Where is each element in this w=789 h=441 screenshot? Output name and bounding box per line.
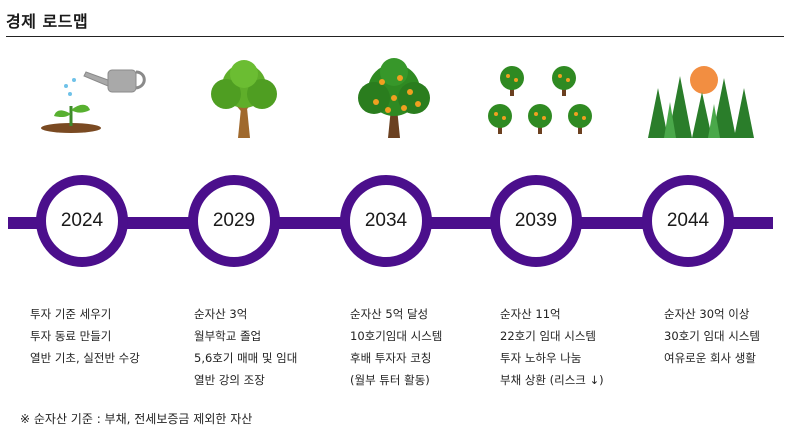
milestone-circle-2039: 2039 (490, 175, 582, 267)
description-line: 30호기 임대 시스템 (664, 329, 761, 343)
page-title: 경제 로드맵 (6, 12, 89, 31)
description-line: 순자산 30억 이상 (664, 307, 750, 321)
milestone-description-2044: 순자산 30억 이상 30호기 임대 시스템 여유로운 회사 생활 (664, 303, 760, 369)
milestone-description-2024: 투자 기준 세우기 투자 동료 만들기 열반 기초, 실전반 수강 (30, 303, 140, 369)
description-line: 여유로운 회사 생활 (664, 351, 756, 365)
description-line: 순자산 11억 (500, 307, 561, 321)
milestone-year: 2034 (364, 210, 408, 231)
description-line: 10호기임대 시스템 (350, 329, 443, 343)
title-divider (6, 36, 784, 37)
young-tree-icon (211, 60, 277, 138)
milestone-year: 2039 (514, 210, 558, 231)
milestone-circle-2024: 2024 (36, 175, 128, 267)
fruit-tree-icon (358, 58, 430, 138)
description-line: (월부 튜터 활동) (350, 373, 430, 387)
description-line: 열반 강의 조장 (194, 373, 265, 387)
description-line: 순자산 5억 달성 (350, 307, 429, 321)
description-line: 투자 기준 세우기 (30, 307, 112, 321)
description-line: 투자 노하우 나눔 (500, 351, 582, 365)
milestone-circle-2034: 2034 (340, 175, 432, 267)
description-line: 순자산 3억 (194, 307, 248, 321)
milestone-description-2039: 순자산 11억 22호기 임대 시스템 투자 노하우 나눔 부채 상환 (리스크… (500, 303, 604, 391)
description-line: 투자 동료 만들기 (30, 329, 112, 343)
description-line: 열반 기초, 실전반 수강 (30, 351, 140, 365)
milestone-description-2034: 순자산 5억 달성 10호기임대 시스템 후배 투자자 코칭 (월부 튜터 활동… (350, 303, 442, 391)
seedling-watering-can-icon (41, 69, 146, 133)
milestone-year: 2044 (666, 210, 710, 231)
milestone-year: 2024 (60, 210, 104, 231)
milestone-year: 2029 (212, 210, 256, 231)
orchard-icon (488, 66, 592, 134)
forest-icon (648, 66, 754, 138)
milestone-description-2029: 순자산 3억 월부학교 졸업 5,6호기 매매 및 임대 열반 강의 조장 (194, 303, 297, 391)
description-line: 5,6호기 매매 및 임대 (194, 351, 298, 365)
milestone-circle-2044: 2044 (642, 175, 734, 267)
milestone-circle-2029: 2029 (188, 175, 280, 267)
description-line: 22호기 임대 시스템 (500, 329, 597, 343)
footnote: ※ 순자산 기준 : 부채, 전세보증금 제외한 자산 (20, 412, 253, 426)
description-line: 부채 상환 (리스크 ↓) (500, 373, 604, 387)
description-line: 후배 투자자 코칭 (350, 351, 432, 365)
description-line: 월부학교 졸업 (194, 329, 262, 343)
